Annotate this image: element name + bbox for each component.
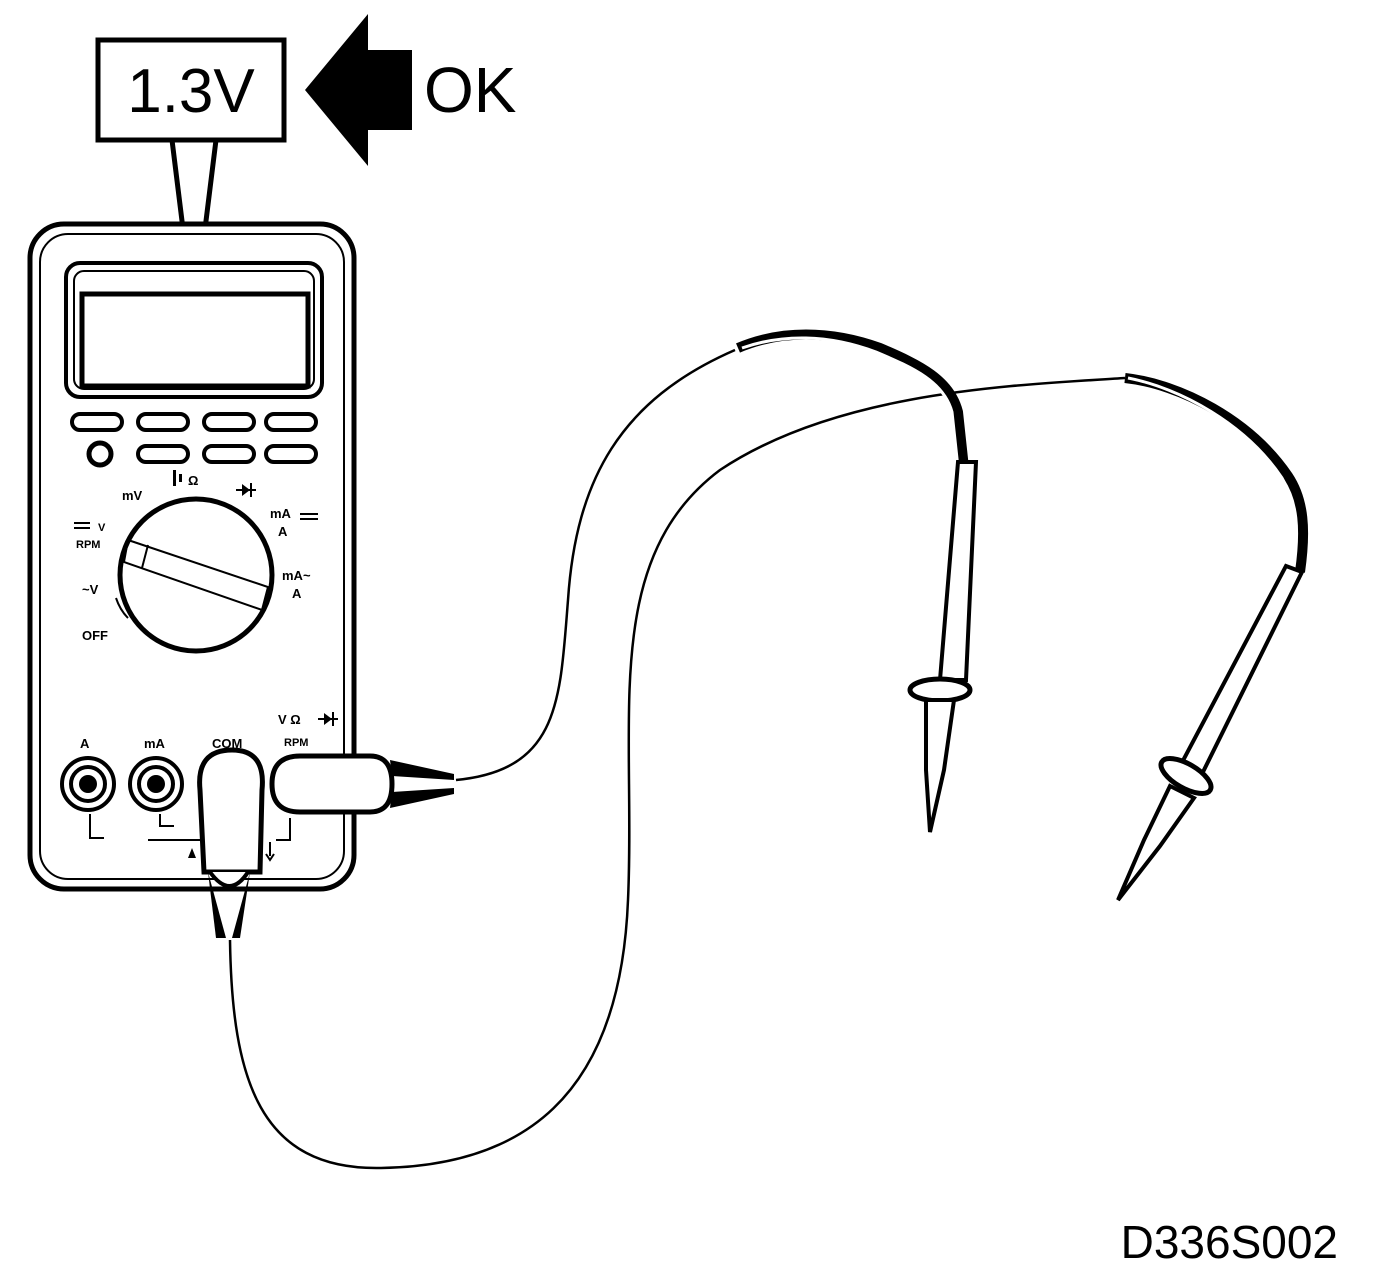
multimeter: mV Ω V RPM ~V OFF mA (27, 221, 357, 892)
terminal-label-com: COM (212, 736, 242, 751)
function-button[interactable] (202, 412, 256, 432)
vohm-lead-wire (455, 348, 736, 782)
lcd-display (79, 291, 311, 389)
dial-label-ma-ac: mA~ (282, 568, 311, 583)
dial-label-ohm: Ω (188, 473, 198, 488)
reading-value: 1.3V (127, 57, 255, 126)
display-bezel-inner (73, 270, 315, 390)
continuity-icon (173, 470, 182, 486)
function-button[interactable] (136, 444, 190, 464)
function-button[interactable] (70, 412, 124, 432)
reading-box (95, 37, 287, 143)
jack-ma[interactable] (128, 756, 200, 841)
dc-symbol-icon (300, 513, 318, 520)
round-button[interactable] (86, 440, 114, 468)
dial-label-rpm: RPM (76, 539, 100, 551)
function-button[interactable] (264, 412, 318, 432)
dial-arc (115, 597, 129, 619)
test-lead-wires (228, 348, 1126, 1170)
dial-label-ma-dc-a: A (278, 524, 288, 539)
terminal-labels: A mA COM V Ω RPM (80, 712, 338, 751)
dial-labels: mV Ω V RPM ~V OFF mA (74, 470, 318, 643)
figure-code: D336S002 (1121, 1216, 1338, 1268)
jack-a[interactable] (60, 756, 116, 839)
reading-callout: 1.3V (95, 37, 287, 319)
vohm-plug[interactable] (269, 753, 454, 815)
terminal-label-a: A (80, 736, 90, 751)
probe-cable-sleeve (1124, 373, 1309, 573)
fuse-markers (188, 842, 275, 862)
rotary-dial[interactable] (115, 496, 275, 654)
probe-handle (1175, 563, 1305, 781)
probe-vohm[interactable] (736, 329, 979, 833)
probe-finger-guard (1158, 756, 1214, 796)
function-button[interactable] (264, 444, 318, 464)
ok-label: OK (424, 54, 516, 126)
display-bezel (64, 261, 324, 399)
function-button[interactable] (136, 412, 190, 432)
terminal-label-vohm: V Ω (278, 712, 301, 727)
com-lead-wire (228, 376, 1126, 1170)
com-plug[interactable] (197, 747, 265, 938)
dial-label-ma-dc: mA (270, 506, 292, 521)
diode-icon (318, 712, 338, 726)
dial-pointer (122, 538, 270, 612)
dial-label-acv: ~V (82, 582, 99, 597)
ok-indicator: OK (305, 14, 516, 166)
button-row-2 (86, 440, 318, 468)
dial-label-dcv: V (98, 522, 106, 534)
probe-cable-sleeve (736, 329, 969, 469)
dial-pointer-mark (141, 544, 149, 569)
dial-label-ma-ac-a: A (292, 586, 302, 601)
arrow-left-icon (305, 14, 412, 166)
terminal-label-rpm: RPM (284, 737, 308, 749)
probe-handle (937, 460, 979, 682)
diode-icon (236, 483, 256, 497)
probe-tip (1116, 783, 1197, 902)
button-row-1 (70, 412, 318, 432)
dial-label-mv: mV (122, 488, 143, 503)
dc-symbol-icon (74, 522, 90, 529)
dial-label-off: OFF (82, 628, 108, 643)
probe-com[interactable] (1116, 373, 1309, 902)
dial-knob[interactable] (117, 496, 275, 654)
function-button[interactable] (202, 444, 256, 464)
probe-finger-guard (907, 676, 973, 704)
meter-body-inner (39, 233, 345, 880)
terminal-label-ma: mA (144, 736, 166, 751)
probe-tip (924, 698, 957, 833)
